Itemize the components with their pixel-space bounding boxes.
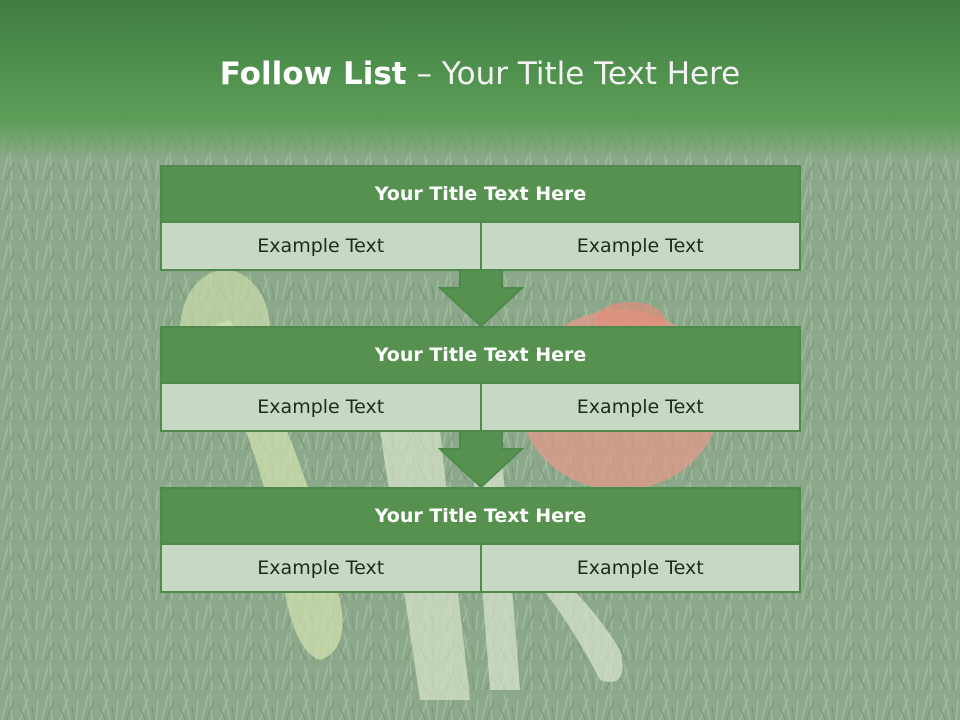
down-arrow-icon [438, 431, 524, 489]
list-block-row: Example Text Example Text [162, 545, 799, 591]
list-block-cell-left: Example Text [162, 545, 480, 591]
slide-title-bold: Follow List [219, 56, 407, 92]
slide-title: Follow List – Your Title Text Here [0, 56, 960, 92]
list-block-2: Your Title Text Here Example Text Exampl… [160, 326, 801, 432]
title-bar [0, 0, 960, 160]
list-block-cell-right: Example Text [479, 384, 799, 430]
down-arrow-icon [438, 270, 524, 328]
list-block-title: Your Title Text Here [162, 167, 799, 223]
list-block-row: Example Text Example Text [162, 223, 799, 269]
list-block-title: Your Title Text Here [162, 489, 799, 545]
slide-title-rest: – Your Title Text Here [406, 56, 741, 92]
list-block-cell-left: Example Text [162, 384, 480, 430]
list-block-cell-right: Example Text [479, 223, 799, 269]
list-block-3: Your Title Text Here Example Text Exampl… [160, 487, 801, 593]
list-block-row: Example Text Example Text [162, 384, 799, 430]
list-block-cell-left: Example Text [162, 223, 480, 269]
list-block-title: Your Title Text Here [162, 328, 799, 384]
list-block-1: Your Title Text Here Example Text Exampl… [160, 165, 801, 271]
list-block-cell-right: Example Text [479, 545, 799, 591]
